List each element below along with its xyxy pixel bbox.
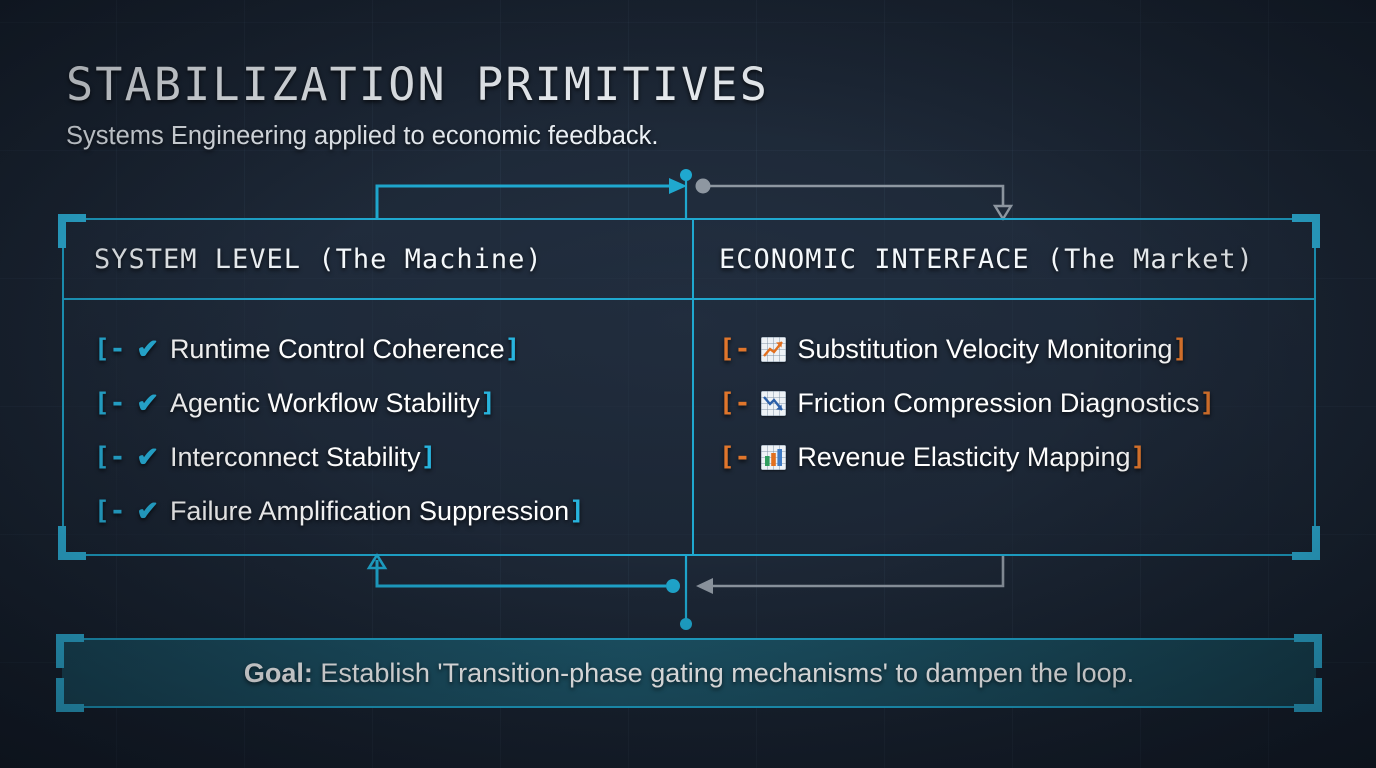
arrowhead-bottom-forward [366,552,388,570]
node-dot-top-cyan [680,169,692,181]
page-subtitle: Systems Engineering applied to economic … [66,122,659,150]
list-item-label: Revenue Elasticity Mapping [797,441,1131,472]
marker-close: ] [1172,334,1189,364]
wire-top-forward [375,184,669,218]
system-level-list: [- ✔ Runtime Control Coherence ] [- ✔ Ag… [64,300,692,554]
wire-bottom-forward [375,560,666,588]
list-item[interactable]: [- Substitution Velocity Monitoring ] [719,322,1316,376]
goal-bracket-top-left [56,634,84,668]
check-icon: ✔ [136,441,159,472]
page-title: STABILIZATION PRIMITIVES [66,58,770,111]
list-item[interactable]: [- Friction Compression Diagnostics ] [719,376,1316,430]
goal-prefix: Goal: [243,657,313,688]
goal-bracket-top-right [1294,634,1322,668]
primitives-panel: SYSTEM LEVEL (The Machine) ECONOMIC INTE… [58,214,1320,560]
goal-banner: Goal: Establish 'Transition-phase gating… [56,634,1322,712]
node-dot-top-gray [695,178,711,194]
marker-close: ] [504,334,521,364]
marker-open: [- [719,388,751,418]
list-item-label: Interconnect Stability [169,441,421,472]
list-item[interactable]: [- Revenue Elasticity Mapping ] [719,430,1316,484]
bar-chart-icon [761,444,787,470]
marker-open: [- [94,334,126,364]
goal-bracket-bottom-right [1294,678,1322,712]
wire-bottom-feedback [713,556,1005,588]
column-header-system-level: SYSTEM LEVEL (The Machine) [64,220,692,300]
marker-open: [- [94,496,126,526]
marker-close: ] [420,442,437,472]
marker-open: [- [719,334,751,364]
goal-body: Establish 'Transition-phase gating mecha… [312,657,1135,688]
chart-decreasing-icon [761,390,787,416]
chart-increasing-icon [761,336,787,362]
economic-interface-list: [- Substitution Velocity Monitoring ] [-… [692,300,1316,554]
marker-open: [- [94,442,126,472]
list-item-label: Agentic Workflow Stability [169,387,481,418]
goal-text: Goal: Establish 'Transition-phase gating… [244,658,1134,689]
check-icon: ✔ [136,495,159,526]
marker-close: ] [1199,388,1216,418]
check-icon: ✔ [136,387,159,418]
marker-open: [- [719,442,751,472]
list-item-label: Failure Amplification Suppression [169,495,570,526]
wire-top-feedback [710,184,1005,206]
header-block: STABILIZATION PRIMITIVES Systems Enginee… [66,58,769,151]
marker-open: [- [94,388,126,418]
node-dot-bottom-cyan [666,579,680,593]
list-item[interactable]: [- ✔ Failure Amplification Suppression ] [94,484,692,538]
marker-close: ] [480,388,496,418]
goal-bracket-bottom-left [56,678,84,712]
column-header-economic-interface: ECONOMIC INTERFACE (The Market) [692,220,1316,300]
node-dot-goal [680,618,692,630]
marker-close: ] [569,496,585,526]
list-item[interactable]: [- ✔ Agentic Workflow Stability ] [94,376,692,430]
list-item[interactable]: [- ✔ Interconnect Stability ] [94,430,692,484]
list-item-label: Substitution Velocity Monitoring [797,333,1173,364]
list-item-label: Runtime Control Coherence [169,333,505,364]
list-item[interactable]: [- ✔ Runtime Control Coherence ] [94,322,692,376]
arrowhead-bottom-feedback [696,578,713,594]
list-item-label: Friction Compression Diagnostics [797,387,1200,418]
arrowhead-top-forward [669,178,687,194]
marker-close: ] [1130,442,1147,472]
check-icon: ✔ [136,333,159,364]
